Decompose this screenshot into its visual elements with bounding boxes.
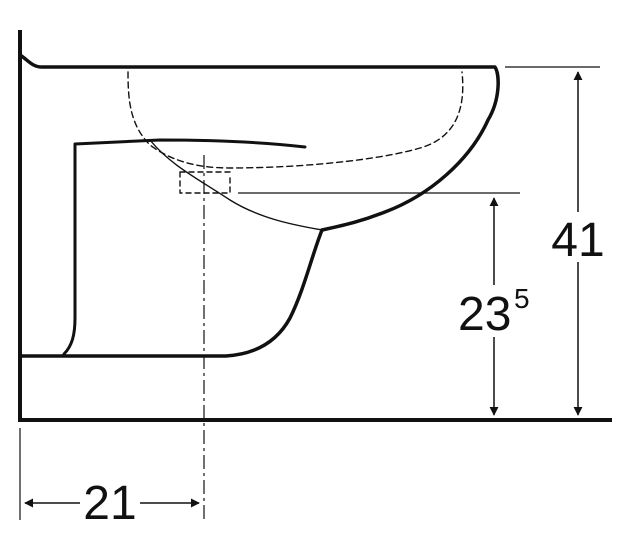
dimension-rim-height: 23 5 xyxy=(455,197,535,416)
label-23: 23 xyxy=(458,288,511,341)
label-41: 41 xyxy=(551,214,604,267)
bowl-hidden-outline xyxy=(127,71,464,169)
extension-lines xyxy=(238,66,600,194)
dimension-total-height: 41 xyxy=(551,71,608,416)
bowl-front-curve xyxy=(20,228,324,358)
back-panel xyxy=(62,138,307,356)
bowl-inner-curve xyxy=(149,139,323,231)
rim-top xyxy=(18,53,500,232)
label-23-superscript: 5 xyxy=(514,283,530,314)
label-21: 21 xyxy=(83,477,136,530)
wall-and-floor xyxy=(18,30,612,520)
dimension-projection: 21 xyxy=(24,477,200,530)
outlet-hidden xyxy=(179,171,231,194)
toilet-body xyxy=(18,53,500,358)
